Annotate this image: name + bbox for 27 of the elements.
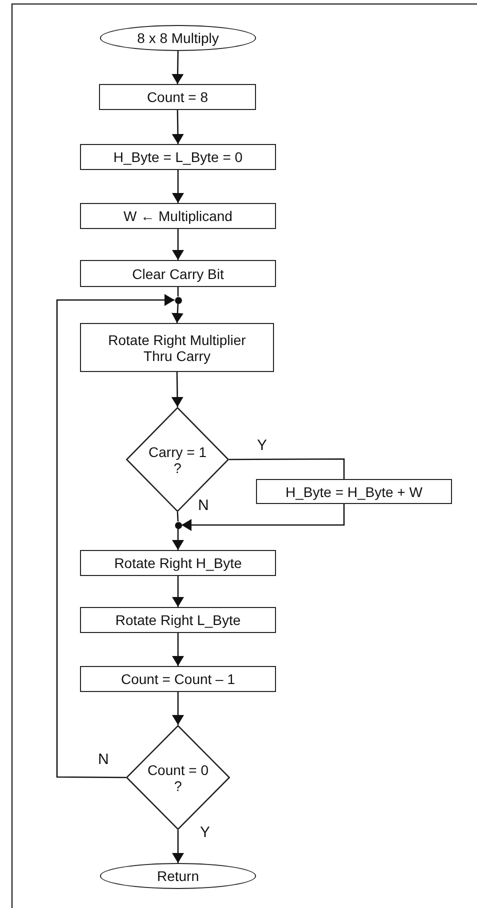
process-box: W ← Multiplicand: [80, 203, 276, 229]
process-box: Rotate Right Multiplier Thru Carry: [80, 323, 274, 372]
arrow: [172, 51, 184, 84]
arrow: [172, 692, 184, 725]
process-box: Count = Count – 1: [80, 666, 276, 692]
connector-line: [177, 287, 179, 296]
arrow: [172, 229, 184, 260]
connector-line: [176, 512, 179, 522]
arrow: [56, 294, 174, 778]
arrow: [182, 504, 345, 531]
process-box: Clear Carry Bit: [80, 260, 276, 287]
arrow: [171, 372, 184, 407]
arrow: [172, 110, 184, 144]
process-box: Rotate Right H_Byte: [80, 550, 276, 576]
arrow: [172, 633, 184, 666]
junction-dot: [174, 522, 182, 528]
process-box: Rotate Right L_Byte: [80, 607, 276, 633]
arrow: [172, 528, 184, 550]
process-box: H_Byte = H_Byte + W: [256, 479, 452, 504]
arrow: [172, 170, 184, 203]
process-box: H_Byte = L_Byte = 0: [80, 144, 276, 170]
process-box: Count = 8: [99, 84, 256, 110]
junction-dot: [174, 296, 182, 304]
arrow: [172, 576, 184, 607]
connector-line: [229, 458, 345, 479]
arrow: [172, 830, 184, 863]
arrow: [172, 303, 184, 324]
